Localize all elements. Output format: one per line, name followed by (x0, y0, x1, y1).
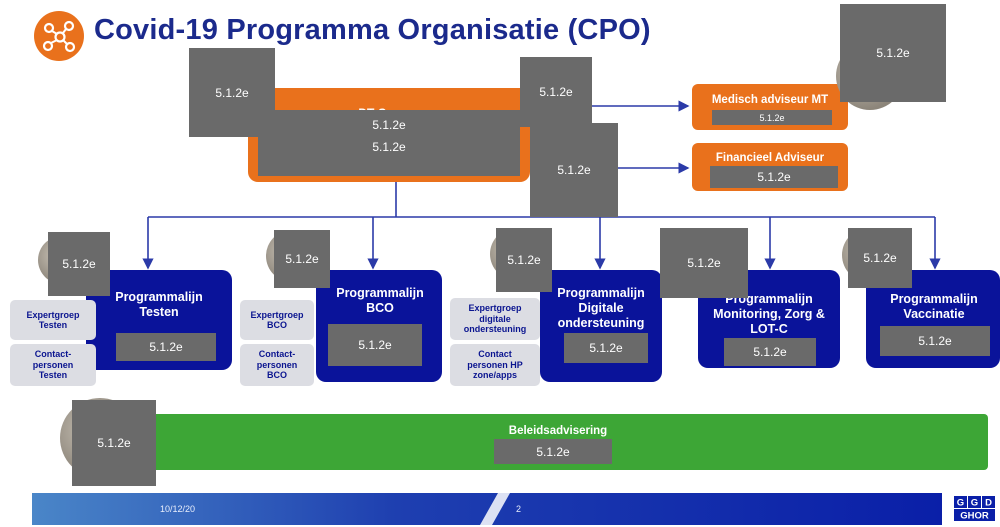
contactpersonen-bco: Contact- personen BCO (240, 344, 314, 386)
svg-text:G: G (971, 498, 978, 509)
programmalijn-digitale-box (540, 270, 662, 382)
contactpersonen-hp-zone: Contact personen HP zone/apps (450, 344, 540, 386)
redaction-stamp: 5.1.2e (564, 333, 648, 363)
redaction-stamp: 5.1.2e (660, 228, 748, 298)
redaction-stamp: 5.1.2e (116, 333, 216, 361)
expertgroep-bco: Expertgroep BCO (240, 300, 314, 340)
redaction-stamp: 5.1.2e (724, 338, 816, 366)
redaction-stamp: 5.1.2e (880, 326, 990, 356)
svg-text:D: D (985, 498, 992, 509)
redaction-stamp: 5.1.2e (328, 324, 422, 366)
programmalijn-vaccinatie-label: Programmalijn Vaccinatie (890, 292, 978, 321)
redaction-stamp: 5.1.2e (48, 232, 110, 296)
financieel-adviseur-label: Financieel Adviseur (715, 152, 825, 164)
footer-date: 10/12/20 (160, 504, 196, 514)
redaction-stamp: 5.1.2e (72, 400, 156, 486)
programmalijn-digitale-label: Programmalijn Digitale ondersteuning (557, 286, 645, 330)
redaction-code: 5.1.2e (372, 140, 406, 154)
expertgroep-digitale-ondersteuning: Expertgroep digitale ondersteuning (450, 298, 540, 340)
programmalijn-testen-label: Programmalijn Testen (115, 290, 203, 319)
redaction-stamp: 5.1.2e (520, 57, 592, 127)
beleidsadvisering-label: Beleidsadvisering (508, 425, 608, 437)
redaction-stamp: 5.1.2e (712, 110, 832, 125)
programmalijn-bco-label: Programmalijn BCO (336, 286, 424, 315)
redaction-stamp: 5.1.2e (710, 166, 838, 188)
redaction-code: 5.1.2e (372, 118, 406, 132)
redaction-stamp: 5.1.2e 5.1.2e (258, 110, 520, 176)
footer-divider (480, 493, 510, 525)
redaction-stamp: 5.1.2e (496, 228, 552, 292)
contactpersonen-testen: Contact- personen Testen (10, 344, 96, 386)
svg-text:G: G (957, 498, 964, 509)
page-number: 2 (516, 504, 522, 514)
svg-text:GHOR: GHOR (960, 511, 989, 522)
page-title: Covid-19 Programma Organisatie (CPO) (94, 14, 651, 46)
redaction-stamp: 5.1.2e (840, 4, 946, 102)
redaction-stamp: 5.1.2e (530, 123, 618, 217)
ggd-ghor-logo: G G D GHOR (952, 494, 998, 524)
programmalijn-monitoring-label: Programmalijn Monitoring, Zorg & LOT-C (713, 292, 825, 336)
redaction-stamp: 5.1.2e (274, 230, 330, 288)
redaction-stamp: 5.1.2e (494, 439, 612, 464)
expertgroep-testen: Expertgroep Testen (10, 300, 96, 340)
medisch-adviseur-label: Medisch adviseur MT (711, 94, 829, 106)
redaction-stamp: 5.1.2e (848, 228, 912, 288)
network-icon (34, 11, 84, 61)
